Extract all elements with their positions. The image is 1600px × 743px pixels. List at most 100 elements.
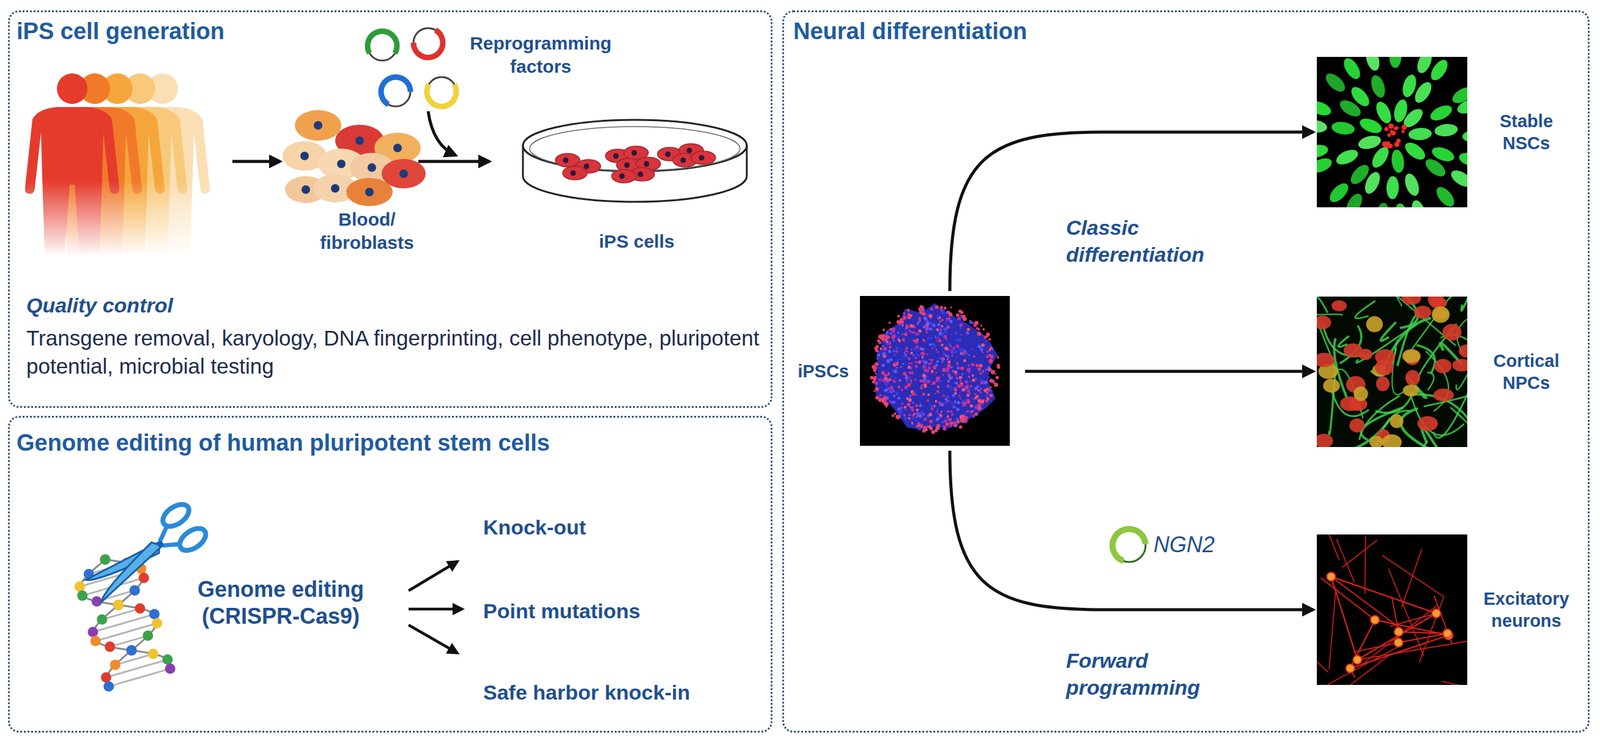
cell-dot — [908, 313, 911, 315]
cell-body — [1374, 359, 1394, 376]
nucleus-green — [1333, 146, 1361, 168]
cell-body — [1433, 388, 1454, 402]
cell-dot — [911, 408, 915, 412]
nucleus — [300, 151, 309, 161]
plasmid-insert — [375, 71, 416, 112]
cell-dot — [944, 368, 949, 373]
cell-dot — [961, 352, 964, 356]
red-marker — [1390, 130, 1396, 136]
cell-dot — [909, 394, 912, 397]
cell-dot — [943, 419, 948, 424]
cell-dot — [915, 408, 919, 412]
cell-dot — [928, 314, 933, 319]
dna-rung — [105, 659, 167, 678]
ipsc-colony-image — [859, 296, 1010, 446]
cell-dot — [935, 337, 938, 339]
nucleus — [365, 187, 374, 197]
cell-dot — [909, 324, 914, 328]
cell-dot — [955, 376, 958, 380]
soma — [1326, 572, 1336, 582]
cell-dot — [869, 375, 874, 380]
cell-dot — [959, 397, 962, 400]
cell-dot — [982, 328, 985, 331]
cell-dot — [935, 417, 939, 421]
cell-dot — [887, 377, 890, 381]
cell-dot — [958, 338, 963, 343]
cell-dot — [953, 400, 956, 404]
dna-base — [103, 681, 114, 692]
cell-dot — [988, 354, 991, 356]
red-marker — [1401, 124, 1408, 131]
nucleus-green — [1462, 130, 1468, 143]
cell-dot — [900, 402, 904, 405]
cell-dot — [902, 371, 907, 376]
cell-dot — [886, 331, 889, 334]
nucleus — [399, 169, 408, 178]
cell-dot — [949, 410, 953, 413]
cell-dot — [959, 352, 962, 355]
cell-body — [1403, 384, 1419, 397]
red-marker — [1387, 143, 1393, 149]
cell-dot — [934, 374, 936, 376]
cell-dot — [966, 401, 970, 405]
cell-body — [1458, 344, 1468, 358]
nucleus-green — [1400, 105, 1426, 131]
cell-dot — [979, 363, 983, 368]
cell-dot — [960, 366, 964, 371]
cell-dot — [985, 368, 987, 371]
section-panel: Neural differentiationiPSCsStable NSCsCo… — [782, 10, 1590, 733]
cell-dot — [879, 347, 882, 350]
cell-dot — [892, 353, 897, 357]
cell-dot — [910, 381, 912, 384]
cell-dot — [889, 328, 893, 331]
nucleus — [313, 121, 323, 130]
flow-arrow — [408, 607, 463, 612]
cell-dot — [989, 386, 992, 389]
red-marker — [1388, 123, 1394, 130]
cell-dot — [959, 379, 961, 382]
cell-dot — [908, 417, 911, 420]
cell-dot — [877, 353, 881, 358]
cell-dot — [963, 359, 967, 363]
cell-dot — [949, 425, 952, 428]
dna-base — [96, 614, 108, 626]
cell-dot — [965, 354, 967, 356]
neurite — [1327, 644, 1404, 686]
cell-dot — [948, 384, 952, 389]
cell-dot — [956, 362, 960, 366]
cell-dot — [974, 412, 977, 416]
somatic-cells — [282, 110, 426, 207]
cell-dot — [959, 323, 963, 328]
cell-dot — [892, 380, 897, 384]
cell-dot — [908, 316, 911, 320]
soma — [1370, 615, 1380, 625]
cell-dot — [914, 333, 917, 336]
cell-dot — [945, 332, 948, 334]
cell-dot — [979, 378, 983, 382]
cell-dot — [918, 307, 922, 311]
cell-dot — [943, 329, 948, 333]
cell-dot — [968, 387, 971, 390]
dna-base — [87, 626, 98, 638]
cell-dot — [896, 366, 898, 369]
nucleus — [570, 170, 577, 177]
cell-dot — [907, 308, 910, 312]
dna-base — [151, 618, 163, 629]
cell-dot — [973, 355, 976, 358]
cell-dot — [944, 354, 947, 357]
cell-dot — [989, 393, 994, 398]
panel-heading: Neural differentiation — [793, 18, 1027, 45]
cell-dot — [948, 418, 952, 423]
annotation-label: Knock-out — [483, 515, 586, 540]
cell-dot — [940, 403, 944, 407]
cell-dot — [941, 368, 946, 372]
cell-dot — [872, 368, 876, 372]
cell-dot — [952, 350, 956, 355]
cell-dot — [896, 415, 900, 419]
cell-dot — [946, 417, 949, 419]
cell-dot — [974, 387, 978, 391]
cell-dot — [892, 349, 895, 352]
cell-dot — [897, 407, 901, 411]
cell-dot — [922, 360, 925, 363]
